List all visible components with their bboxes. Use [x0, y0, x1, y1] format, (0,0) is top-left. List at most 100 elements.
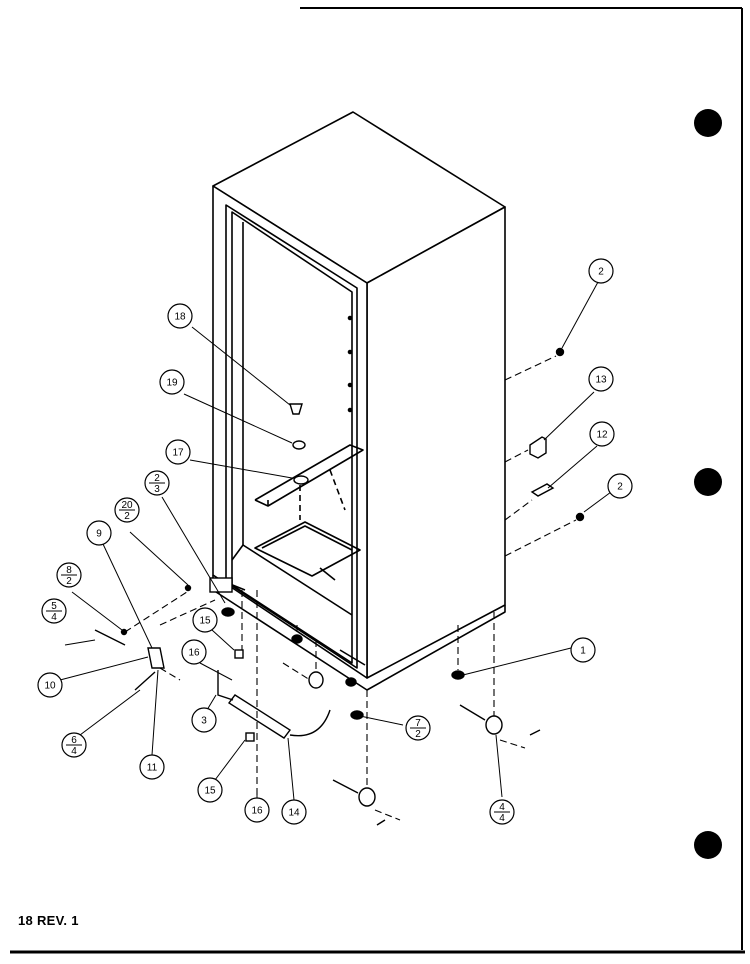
callout-10: 10 [37, 672, 63, 698]
callout-denominator: 4 [499, 813, 505, 824]
part-2-screw-mid [575, 512, 585, 522]
callout-circle [181, 639, 207, 665]
part-roller-mid [308, 671, 324, 689]
callout-circle [570, 637, 596, 663]
callout-numerator: 20 [121, 500, 133, 511]
callout-11: 11 [139, 754, 165, 780]
callout-number: 12 [596, 430, 608, 441]
callout-15-top: 15 [192, 607, 218, 633]
callout-circle [192, 607, 218, 633]
callout-circle [139, 754, 165, 780]
part-2-screw-top [555, 347, 565, 357]
part-screw-right-b [529, 729, 541, 736]
callout-number: 2 [598, 267, 604, 278]
part-12-connector [530, 483, 555, 497]
callout-16-bot: 16 [244, 797, 270, 823]
callout-number: 10 [44, 681, 56, 692]
callout-circle [588, 366, 614, 392]
callout-number: 16 [251, 806, 263, 817]
callout-number: 16 [188, 648, 200, 659]
binder-hole-bottom [694, 831, 722, 859]
callout-circle [165, 439, 191, 465]
assembly-lines [124, 355, 577, 821]
part-screw-right [459, 704, 486, 721]
callout-16-top: 16 [181, 639, 207, 665]
part-5-screw [94, 629, 126, 646]
binder-holes [694, 109, 722, 859]
callout-circle [588, 258, 614, 284]
callout-numerator: 7 [415, 718, 421, 729]
callout-circle [607, 473, 633, 499]
callout-numerator: 5 [51, 601, 57, 612]
parts [94, 347, 585, 826]
part-3-elbow [217, 670, 234, 701]
leader-lines [59, 281, 612, 801]
scan-border [10, 7, 745, 954]
callout-number: 9 [96, 529, 102, 540]
callout-circle [281, 799, 307, 825]
callout-circle [589, 421, 615, 447]
callout-13: 13 [588, 366, 614, 392]
callout-number: 15 [204, 786, 216, 797]
part-4-roller-right [485, 715, 503, 735]
callout-1: 1 [570, 637, 596, 663]
binder-hole-top [694, 109, 722, 137]
callout-number: 17 [172, 448, 184, 459]
callout-denominator: 2 [415, 729, 421, 740]
callout-4-4: 44 [489, 799, 515, 825]
callout-19: 19 [159, 369, 185, 395]
callout-2-mid: 2 [607, 473, 633, 499]
part-hinge [147, 647, 165, 669]
callout-circle [197, 777, 223, 803]
part-hinge-pin [221, 607, 235, 617]
part-14-drain-pan [227, 694, 292, 739]
callout-17: 17 [165, 439, 191, 465]
part-4-roller-front [358, 787, 376, 807]
part-15-clip-bot [245, 732, 255, 742]
callout-denominator: 2 [66, 576, 72, 587]
callout-5-4: 54 [41, 598, 67, 624]
callout-numerator: 6 [71, 735, 77, 746]
callout-number: 3 [201, 716, 207, 727]
callout-circle [191, 707, 217, 733]
callout-number: 1 [580, 646, 586, 657]
refrigerator-cabinet [212, 111, 506, 691]
callout-numerator: 8 [66, 565, 72, 576]
callout-6-4: 64 [61, 732, 87, 758]
callout-numerator: 2 [154, 473, 160, 484]
part-leveler-b [345, 677, 357, 687]
part-13-bracket [529, 436, 547, 459]
part-20-screw [184, 584, 192, 592]
callout-3: 3 [191, 707, 217, 733]
part-8-screw [120, 628, 128, 636]
callout-14: 14 [281, 799, 307, 825]
callout-8-2: 82 [56, 562, 82, 588]
callout-12: 12 [589, 421, 615, 447]
callout-number: 11 [147, 763, 158, 774]
part-1-glide [451, 670, 465, 680]
callout-circle [167, 303, 193, 329]
part-6-screw [134, 671, 156, 691]
part-screw-front-b [376, 819, 386, 826]
callout-number: 13 [595, 375, 607, 386]
part-18-knob [289, 403, 303, 415]
callout-circle [86, 520, 112, 546]
revision-label: 18 REV. 1 [18, 913, 79, 928]
part-19-nut [292, 440, 306, 450]
callout-numerator: 4 [499, 802, 505, 813]
callout-number: 19 [166, 378, 178, 389]
part-7-leveler [350, 710, 364, 720]
callout-circle [159, 369, 185, 395]
part-screw-front [332, 779, 359, 794]
callout-2-3: 23 [144, 470, 170, 496]
callout-18: 18 [167, 303, 193, 329]
callout-20-2: 202 [114, 497, 140, 523]
callout-denominator: 4 [51, 612, 57, 623]
callout-number: 18 [174, 312, 186, 323]
callout-number: 2 [617, 482, 623, 493]
part-hinge-top [209, 577, 233, 593]
callout-2-top: 2 [588, 258, 614, 284]
binder-hole-middle [694, 468, 722, 496]
